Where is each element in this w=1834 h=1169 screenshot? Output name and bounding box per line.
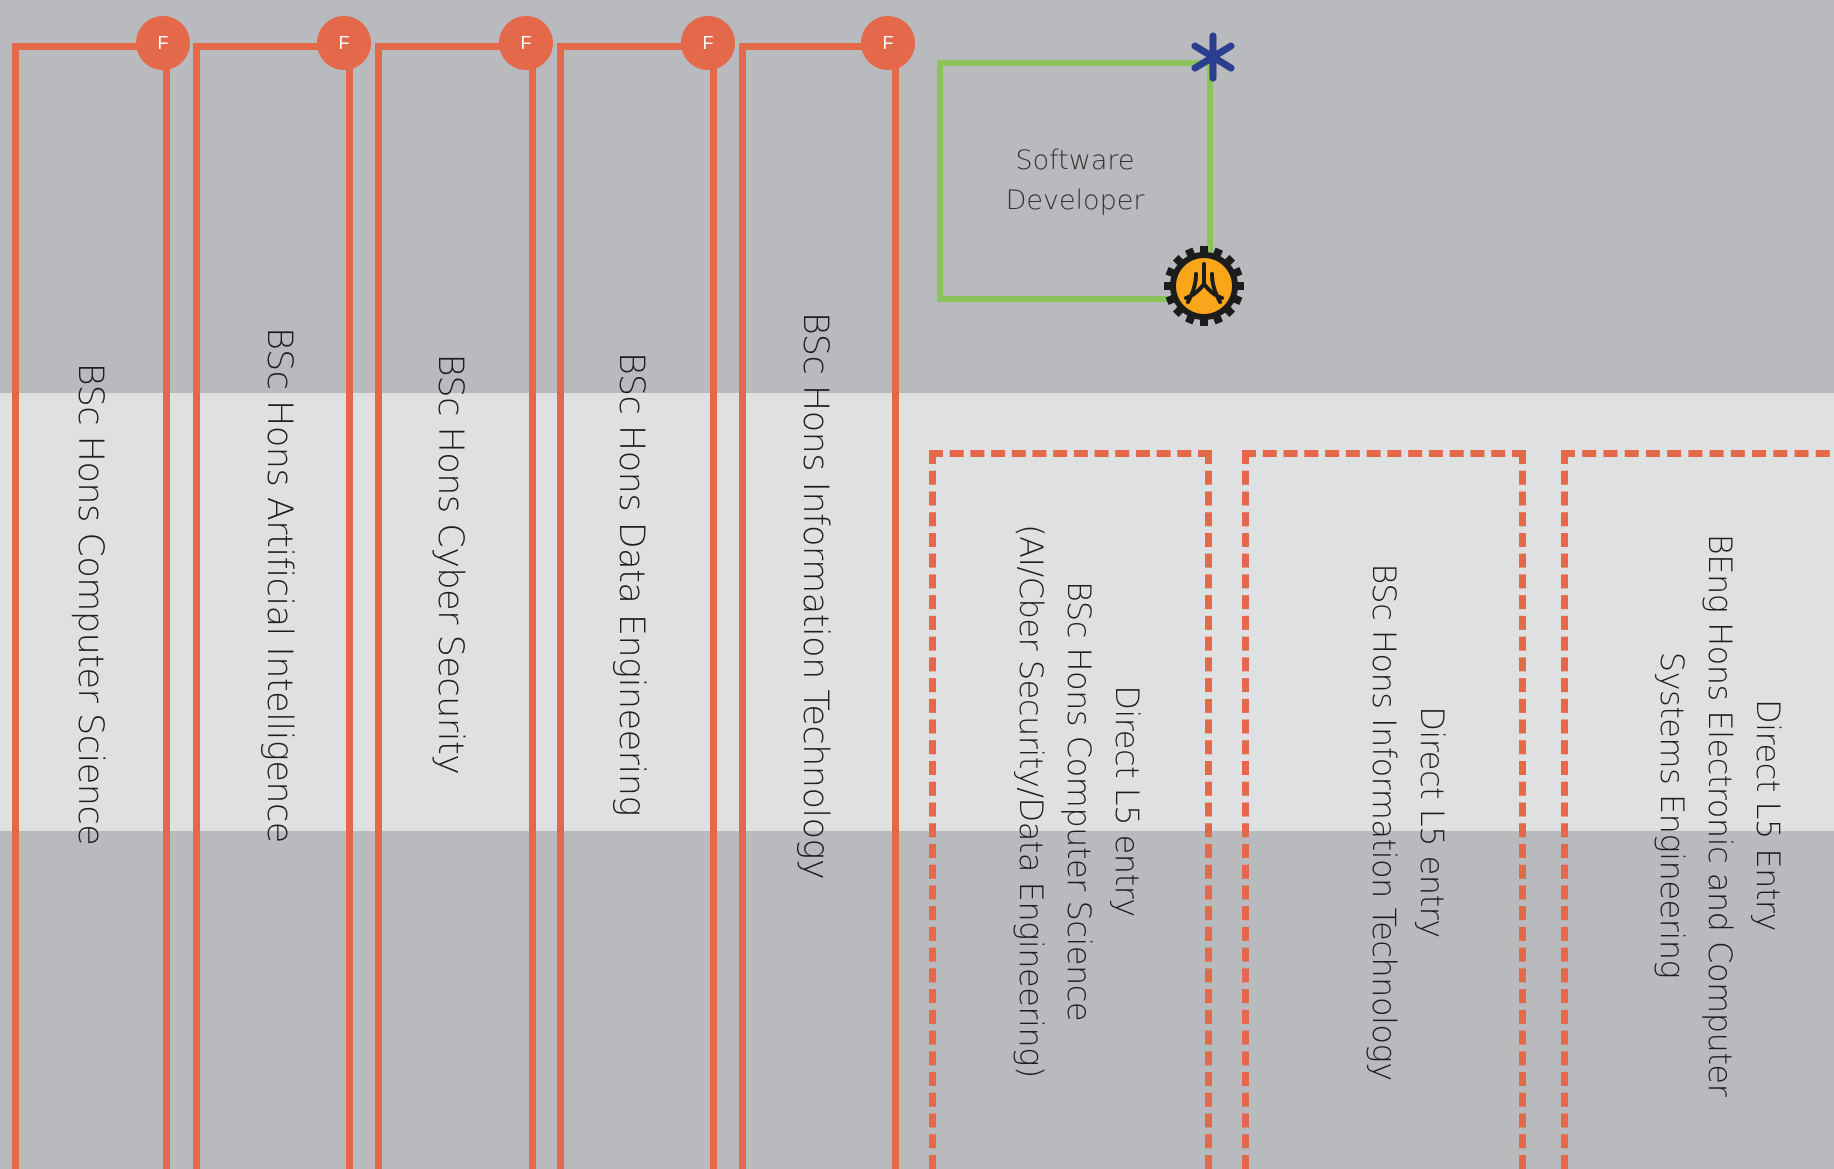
f-badge: F bbox=[499, 16, 553, 70]
course-label: BSc Hons Information Technology bbox=[795, 312, 835, 880]
gear-icon bbox=[1164, 246, 1244, 326]
course-label: BSc Hons Artificial Intelligence bbox=[259, 327, 299, 843]
route-data-engineering bbox=[557, 43, 717, 1169]
job-title-line: Software bbox=[1015, 145, 1135, 176]
direct-entry-line: BEng Hons Electronic and Computer bbox=[1701, 533, 1739, 1097]
band-bottom bbox=[0, 831, 1834, 1169]
direct-entry-label: Direct L5 Entry BEng Hons Electronic and… bbox=[1648, 475, 1792, 1155]
course-label: BSc Hons Computer Science bbox=[70, 362, 110, 846]
job-title-line: Developer bbox=[1005, 185, 1145, 216]
course-label: BSc Hons Data Engineering bbox=[611, 352, 651, 816]
route-artificial-intelligence bbox=[193, 43, 353, 1169]
f-badge: F bbox=[136, 16, 190, 70]
direct-entry-label: Direct L5 entry BSc Hons Computer Scienc… bbox=[1007, 471, 1151, 1131]
asterisk-icon bbox=[1191, 32, 1235, 82]
route-information-technology bbox=[739, 43, 899, 1169]
route-cyber-security bbox=[375, 43, 536, 1169]
direct-entry-box-information-technology bbox=[1242, 450, 1526, 1169]
direct-entry-line: Direct L5 Entry bbox=[1749, 699, 1787, 931]
f-badge: F bbox=[861, 16, 915, 70]
direct-entry-line: BSc Hons Computer Science bbox=[1060, 580, 1098, 1022]
course-label: BSc Hons Cyber Security bbox=[430, 353, 470, 775]
band-middle bbox=[0, 393, 1834, 831]
f-badge: F bbox=[681, 16, 735, 70]
job-title: Software Developer bbox=[1006, 141, 1145, 221]
job-box-software-developer: Software Developer bbox=[937, 60, 1213, 302]
direct-entry-box-electronic-engineering bbox=[1561, 450, 1834, 1169]
direct-entry-line: Direct L5 entry bbox=[1108, 685, 1146, 917]
direct-entry-label: Direct L5 entry BSc Hons Information Tec… bbox=[1360, 512, 1456, 1132]
f-badge: F bbox=[317, 16, 371, 70]
band-top bbox=[0, 0, 1834, 393]
direct-entry-box-computer-science bbox=[929, 450, 1212, 1169]
direct-entry-line: Direct L5 entry bbox=[1413, 706, 1451, 938]
direct-entry-line: BSc Hons Information Technology bbox=[1365, 563, 1403, 1081]
direct-entry-line: (AI/Cber Security/Data Engineering) bbox=[1012, 524, 1050, 1078]
direct-entry-line: Systems Engineering bbox=[1653, 651, 1691, 979]
route-computer-science bbox=[12, 43, 170, 1169]
